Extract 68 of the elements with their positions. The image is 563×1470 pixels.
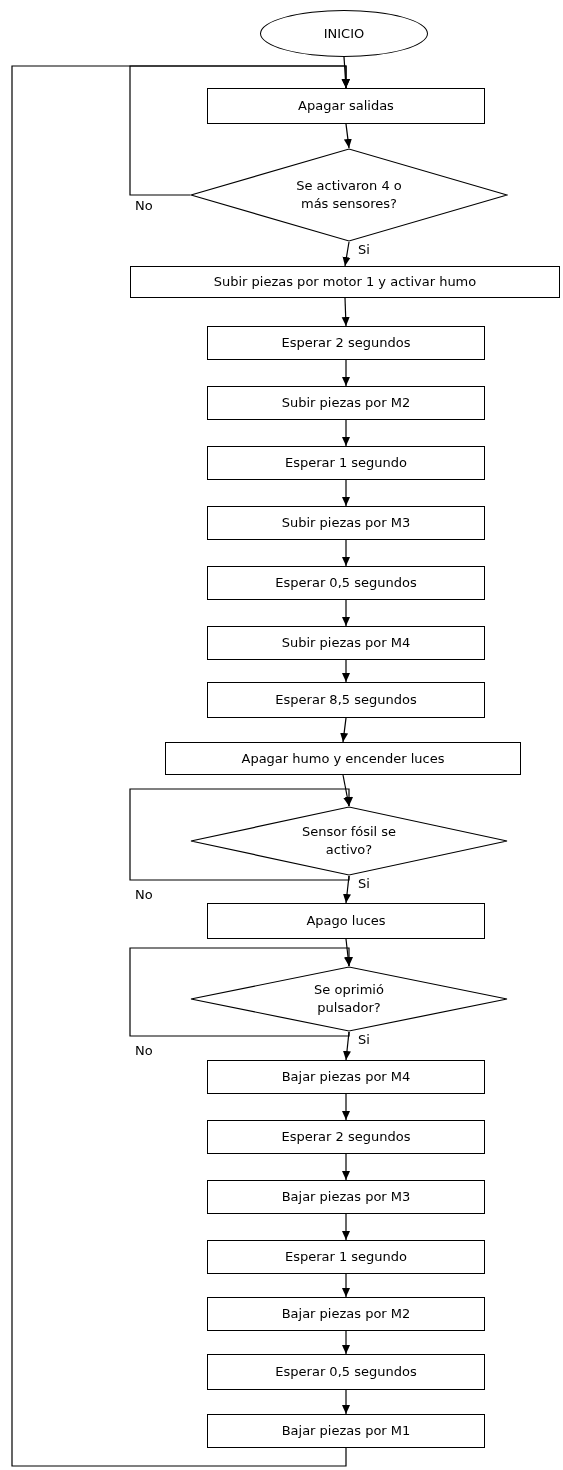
process-box xyxy=(207,1120,485,1154)
decision-diamond xyxy=(190,966,508,1032)
arrow xyxy=(342,1389,350,1415)
arrow xyxy=(11,65,350,1467)
arrow xyxy=(342,659,350,683)
arrow xyxy=(342,479,350,507)
process-box xyxy=(130,266,560,298)
arrow xyxy=(342,1330,350,1355)
process-box xyxy=(165,742,521,775)
edge-label: Si xyxy=(357,877,371,891)
node-text: Esperar 2 segundos xyxy=(280,334,412,352)
arrow xyxy=(342,1093,350,1121)
process-box xyxy=(207,386,485,420)
node-text: Bajar piezas por M1 xyxy=(280,1422,412,1440)
node-text: Apagar salidas xyxy=(297,97,395,115)
arrow xyxy=(342,1273,350,1298)
node-text: Esperar 0,5 segundos xyxy=(274,574,418,592)
edge-label: Si xyxy=(357,1033,371,1047)
node-text: Apago luces xyxy=(305,912,387,930)
edge-label: Si xyxy=(357,243,371,257)
decision-diamond xyxy=(190,806,508,876)
process-box xyxy=(207,506,485,540)
node-text: Bajar piezas por M4 xyxy=(280,1068,412,1086)
arrow xyxy=(342,1213,350,1241)
process-box xyxy=(207,1060,485,1094)
arrow xyxy=(342,599,350,627)
process-box xyxy=(207,682,485,718)
arrow xyxy=(343,123,352,149)
edge-label: No xyxy=(134,1044,154,1058)
arrow xyxy=(340,717,349,743)
process-box xyxy=(207,1180,485,1214)
node-text: Apagar humo y encender luces xyxy=(240,749,446,768)
arrow xyxy=(129,788,353,881)
edge-label: No xyxy=(134,888,154,902)
process-box xyxy=(207,566,485,600)
arrow xyxy=(342,539,350,567)
node-text: Subir piezas por motor 1 y activar humo xyxy=(212,273,478,291)
node-text: Esperar 1 segundo xyxy=(283,454,409,472)
process-box xyxy=(207,326,485,360)
process-box xyxy=(207,1414,485,1448)
edge-label: No xyxy=(134,199,154,213)
node-text: Subir piezas por M4 xyxy=(280,634,412,652)
node-text: INICIO xyxy=(322,24,366,43)
arrow xyxy=(341,297,350,327)
node-text: Subir piezas por M2 xyxy=(280,394,412,412)
arrow xyxy=(342,419,350,447)
node-text: Esperar 1 segundo xyxy=(283,1248,409,1266)
arrow xyxy=(342,359,350,387)
process-box xyxy=(207,1354,485,1390)
node-text: Bajar piezas por M3 xyxy=(280,1188,412,1206)
node-text: Bajar piezas por M2 xyxy=(280,1305,412,1323)
node-text: Esperar 0,5 segundos xyxy=(274,1363,418,1381)
arrow xyxy=(342,1153,350,1181)
process-box xyxy=(207,1240,485,1274)
node-text: Esperar 8,5 segundos xyxy=(274,691,418,709)
node-text: Sensor fósil se activo? xyxy=(300,823,398,859)
process-box xyxy=(207,88,485,124)
node-text: Esperar 2 segundos xyxy=(280,1128,412,1146)
node-text: Subir piezas por M3 xyxy=(280,514,412,532)
process-box xyxy=(207,446,485,480)
process-box xyxy=(207,626,485,660)
arrow xyxy=(342,241,351,267)
process-box xyxy=(207,903,485,939)
process-box xyxy=(207,1297,485,1331)
arrow xyxy=(129,947,353,1037)
node-text: Se activaron 4 o más sensores? xyxy=(295,177,403,213)
decision-diamond xyxy=(190,148,508,242)
node-text: Se oprimió pulsador? xyxy=(313,981,385,1017)
